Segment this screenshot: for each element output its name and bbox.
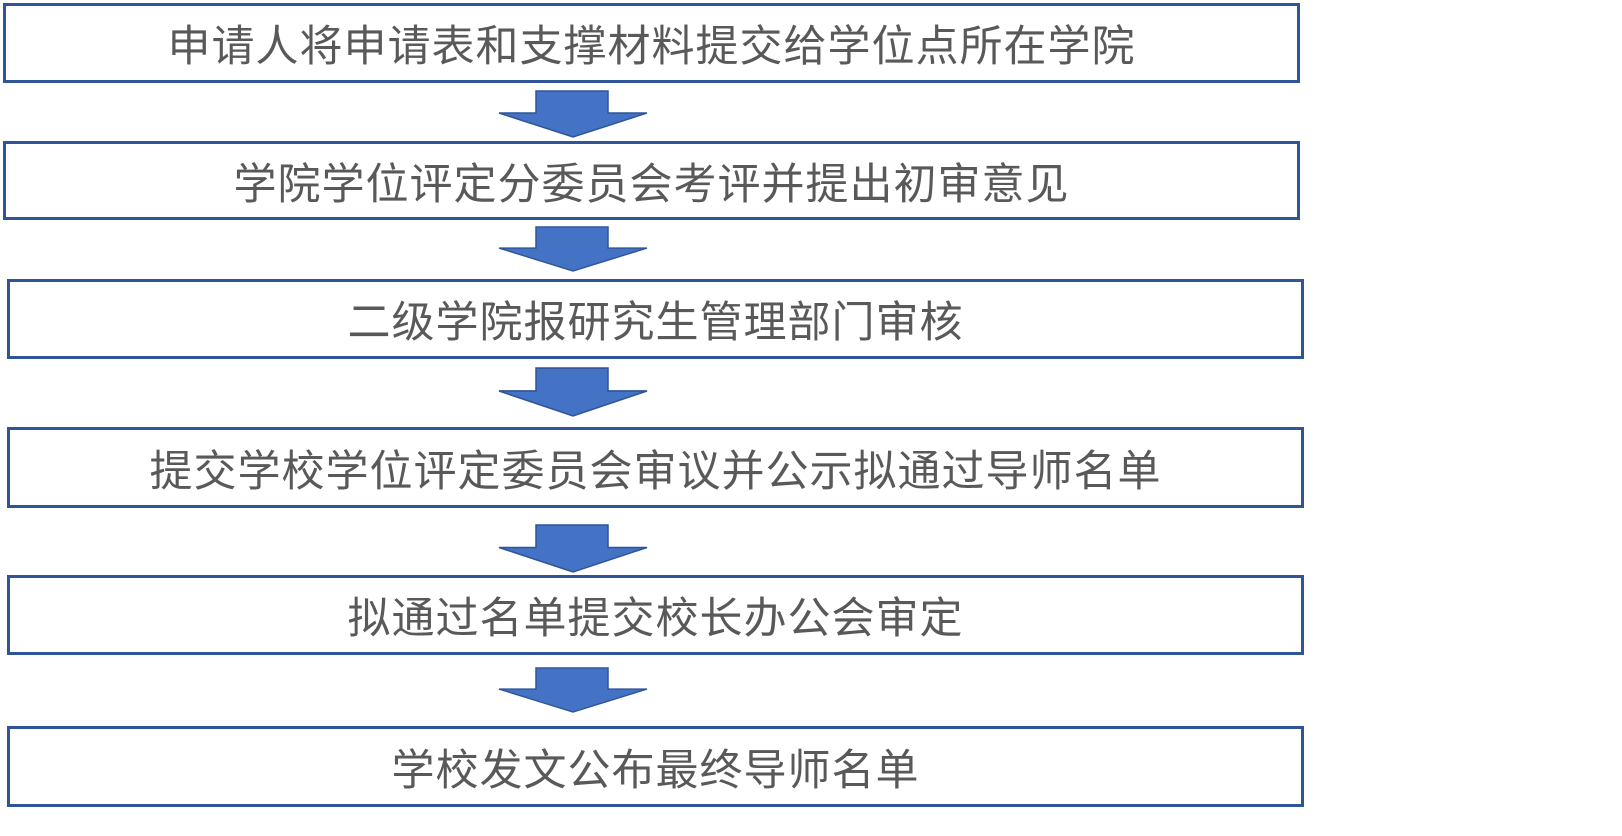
flow-step-4: 提交学校学位评定委员会审议并公示拟通过导师名单	[7, 427, 1304, 508]
down-arrow-icon	[498, 226, 648, 272]
flow-step-5: 拟通过名单提交校长办公会审定	[7, 575, 1304, 655]
down-arrow-icon	[498, 667, 648, 713]
step-label: 提交学校学位评定委员会审议并公示拟通过导师名单	[149, 446, 1162, 497]
flow-step-1: 申请人将申请表和支撑材料提交给学位点所在学院	[3, 3, 1300, 83]
step-label: 申请人将申请表和支撑材料提交给学位点所在学院	[167, 22, 1136, 72]
down-arrow-icon	[498, 524, 648, 573]
step-label: 学院学位评定分委员会考评并提出初审意见	[233, 159, 1070, 210]
step-label: 二级学院报研究生管理部门审核	[347, 298, 964, 348]
down-arrow-icon	[498, 90, 648, 138]
flow-step-3: 二级学院报研究生管理部门审核	[7, 279, 1304, 359]
flow-step-2: 学院学位评定分委员会考评并提出初审意见	[3, 141, 1300, 220]
flow-step-6: 学校发文公布最终导师名单	[7, 726, 1304, 807]
step-label: 学校发文公布最终导师名单	[391, 745, 920, 796]
down-arrow-icon	[498, 367, 648, 417]
step-label: 拟通过名单提交校长办公会审定	[347, 594, 964, 644]
